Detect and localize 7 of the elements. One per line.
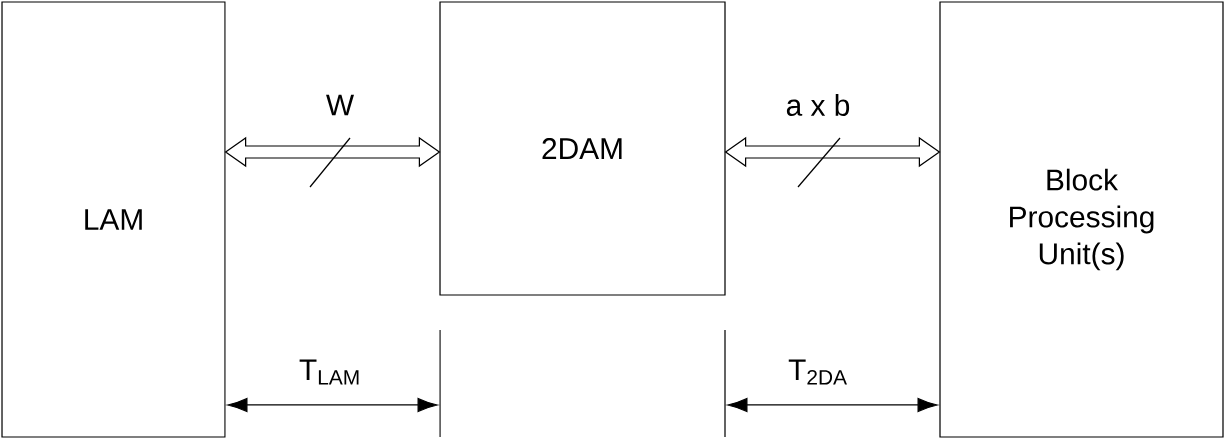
- dimension-label: T$_{LAM}$: [299, 359, 359, 385]
- edge-label: a x b: [783, 92, 853, 118]
- block-box: LAM: [1, 1, 226, 438]
- dimension-label: T$_{2DA}$: [788, 359, 847, 385]
- block-box: 2DAM: [439, 1, 726, 296]
- edge-label: W: [324, 92, 356, 118]
- block-box: Block Processing Unit(s): [939, 1, 1224, 438]
